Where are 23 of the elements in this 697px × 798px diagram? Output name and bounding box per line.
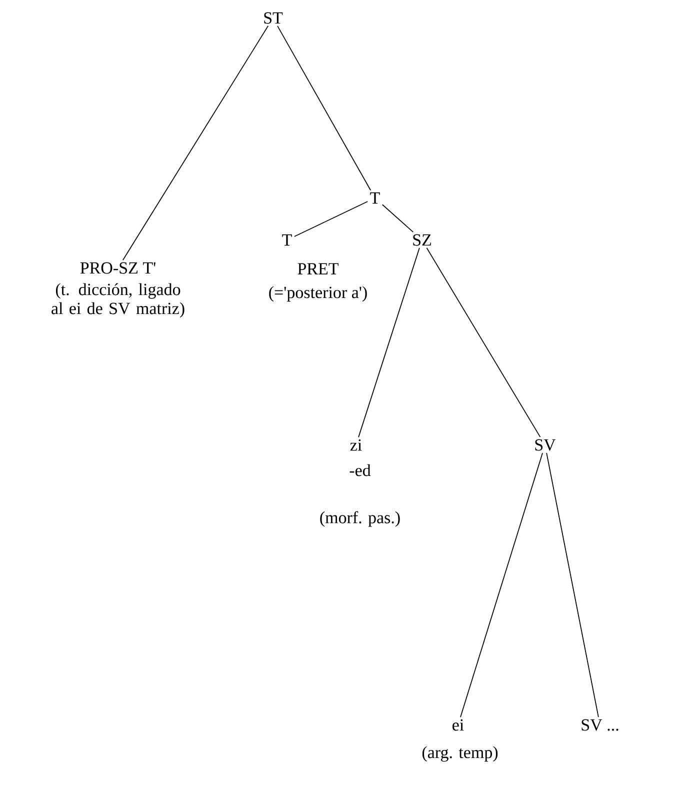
tree-node-label: ei	[452, 719, 464, 731]
tree-branch	[426, 247, 541, 438]
tree-branch	[382, 204, 414, 233]
annotation-text: (='posterior a')	[269, 286, 367, 302]
tree-node-label: zi	[350, 439, 362, 451]
tree-branch	[546, 452, 599, 718]
tree-branch	[358, 247, 420, 438]
tree-branch	[122, 25, 269, 261]
tree-node-label: SZ	[413, 234, 431, 246]
tree-node-label: SV ...	[582, 719, 618, 731]
tree-node-label: T	[282, 234, 292, 246]
tree-branch	[277, 25, 372, 191]
tree-node-label: SV	[535, 439, 556, 451]
annotation-text: -ed	[350, 464, 371, 476]
annotation-text: PRET	[298, 263, 338, 274]
annotation-text: (morf. pas.)	[320, 511, 400, 527]
annotation-text: (arg. temp)	[422, 746, 498, 762]
tree-node-label: ST	[264, 12, 283, 24]
annotation-text: (t. dicción, ligado al ei de SV matriz)	[52, 283, 184, 318]
tree-branch	[294, 201, 368, 237]
tree-node-label: PRO-SZ T'	[80, 262, 156, 274]
tree-branch	[460, 452, 543, 718]
tree-node-label: T	[370, 192, 380, 204]
